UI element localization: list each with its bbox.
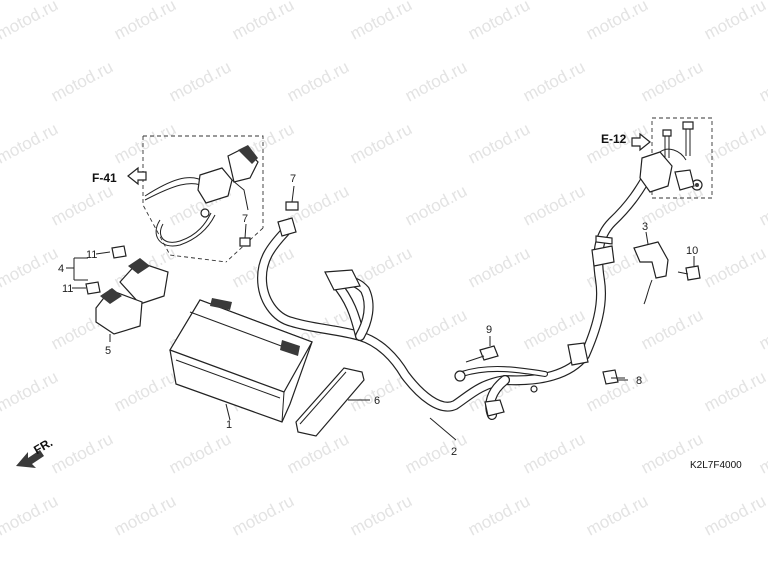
watermark-text: motod.ru: [756, 429, 768, 477]
watermark-text: motod.ru: [638, 305, 706, 353]
callout-part-2[interactable]: 2: [451, 446, 457, 458]
watermark-text: motod.ru: [756, 305, 768, 353]
watermark-text: motod.ru: [701, 243, 768, 291]
e12-label: E-12: [601, 132, 627, 146]
watermark-text: motod.ru: [701, 491, 768, 539]
grommet-11b[interactable]: [85, 281, 101, 295]
watermark-text: motod.ru: [701, 119, 768, 167]
leader-lines: [66, 185, 695, 441]
watermark-text: motod.ru: [638, 57, 706, 105]
watermark-layer: motod.ru motod.ru motod.ru motod.ru motod.ru…: [0, 0, 768, 540]
watermark-text: motod.ru: [520, 181, 588, 229]
grommet-11a[interactable]: [111, 245, 127, 259]
watermark-text: motod.ru: [347, 119, 415, 167]
watermark-text: motod.ru: [465, 0, 533, 44]
watermark-text: motod.ru: [465, 119, 533, 167]
watermark-text: motod.ru: [111, 0, 179, 44]
e12-reference[interactable]: E-12: [601, 132, 651, 152]
f41-reference[interactable]: F-41: [92, 166, 147, 186]
watermark-text: motod.ru: [0, 119, 61, 167]
clamp[interactable]: [633, 241, 669, 305]
watermark-text: motod.ru: [465, 491, 533, 539]
bolt-9[interactable]: [465, 345, 499, 363]
watermark-text: motod.ru: [402, 57, 470, 105]
watermark-text: motod.ru: [583, 491, 651, 539]
watermark-text: motod.ru: [166, 57, 234, 105]
watermark-text: motod.ru: [402, 429, 470, 477]
callout-part-8[interactable]: 8: [636, 375, 642, 387]
main-cable[interactable]: [355, 148, 695, 420]
watermark-text: motod.ru: [347, 491, 415, 539]
callout-part-6[interactable]: 6: [374, 395, 380, 407]
callout-part-9[interactable]: 9: [486, 324, 492, 336]
watermark-text: motod.ru: [166, 429, 234, 477]
watermark-text: motod.ru: [0, 243, 61, 291]
watermark-text: motod.ru: [756, 181, 768, 229]
f41-detail-box: [142, 135, 264, 263]
battery-harness: [257, 217, 374, 341]
callout-part-1[interactable]: 1: [226, 419, 232, 431]
callout-part-5[interactable]: 5: [105, 345, 111, 357]
f41-label: F-41: [92, 171, 117, 185]
watermark-text: motod.ru: [229, 491, 297, 539]
watermark-text: motod.ru: [520, 57, 588, 105]
watermark-text: motod.ru: [520, 429, 588, 477]
watermark-text: motod.ru: [701, 367, 768, 415]
watermark-text: motod.ru: [284, 57, 352, 105]
diagram-code: K2L7F4000: [690, 460, 742, 471]
watermark-text: motod.ru: [402, 305, 470, 353]
callout-part-11b[interactable]: 11: [62, 283, 73, 295]
battery-pad[interactable]: [295, 367, 365, 437]
bolt-7-upper[interactable]: [285, 201, 299, 211]
relay-lower[interactable]: [95, 288, 143, 335]
bolt-10[interactable]: [677, 265, 701, 281]
bolt-8[interactable]: [602, 369, 625, 385]
battery[interactable]: [169, 298, 313, 423]
watermark-text: motod.ru: [0, 367, 61, 415]
watermark-text: motod.ru: [111, 119, 179, 167]
watermark-text: motod.ru: [111, 491, 179, 539]
watermark-text: motod.ru: [284, 429, 352, 477]
callout-part-11a[interactable]: 11: [86, 249, 97, 261]
callout-part-3[interactable]: 3: [642, 221, 648, 233]
watermark-text: motod.ru: [48, 181, 116, 229]
callout-part-7-upper[interactable]: 7: [290, 173, 296, 185]
watermark-text: motod.ru: [48, 429, 116, 477]
bolt-7-lower[interactable]: [239, 237, 251, 247]
watermark-text: motod.ru: [0, 491, 61, 539]
callout-part-10[interactable]: 10: [686, 245, 698, 257]
watermark-text: motod.ru: [701, 0, 768, 44]
watermark-text: motod.ru: [0, 0, 61, 44]
callout-part-7-lower[interactable]: 7: [242, 213, 248, 225]
watermark-text: motod.ru: [465, 243, 533, 291]
callouts: 1 2 3 4 5 6 7 7 8 9 10 11 11: [58, 173, 698, 458]
watermark-text: motod.ru: [583, 0, 651, 44]
watermark-text: motod.ru: [229, 0, 297, 44]
watermark-text: motod.ru: [48, 57, 116, 105]
callout-part-4[interactable]: 4: [58, 263, 64, 275]
watermark-text: motod.ru: [111, 367, 179, 415]
watermark-text: motod.ru: [347, 0, 415, 44]
watermark-text: motod.ru: [756, 57, 768, 105]
watermark-text: motod.ru: [402, 181, 470, 229]
